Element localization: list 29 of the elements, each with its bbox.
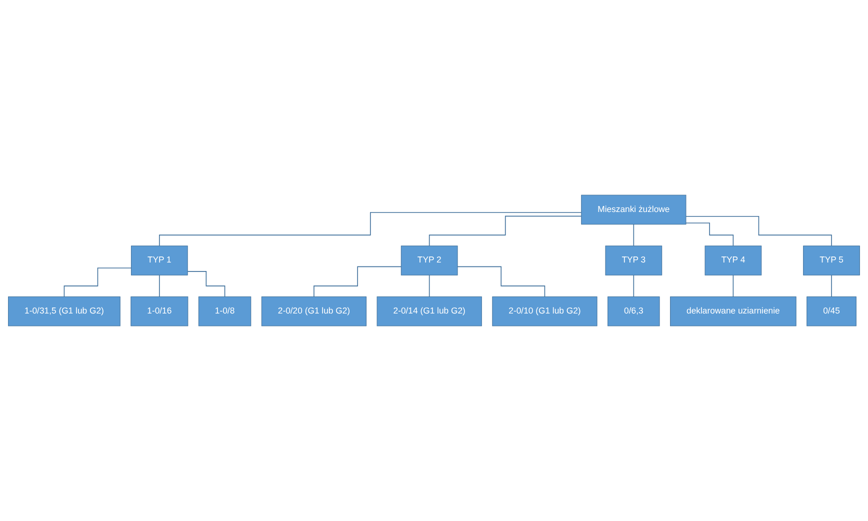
connector bbox=[187, 271, 226, 298]
node-box: 2-0/20 (G1 lub G2) bbox=[261, 296, 367, 326]
connector bbox=[732, 274, 734, 298]
connector bbox=[633, 274, 634, 298]
node-box: TYP 5 bbox=[803, 246, 860, 276]
node-box: 0/6,3 bbox=[608, 296, 660, 326]
node-box: TYP 4 bbox=[704, 246, 762, 276]
connector bbox=[428, 274, 430, 298]
connector bbox=[314, 266, 402, 298]
connector bbox=[686, 222, 734, 246]
connector bbox=[159, 274, 160, 298]
node-box: 2-0/10 (G1 lub G2) bbox=[492, 296, 598, 326]
connector bbox=[159, 212, 582, 246]
node-box: Mieszanki żużlowe bbox=[581, 194, 686, 225]
node-box: deklarowane uziarnienie bbox=[670, 296, 796, 326]
connector bbox=[633, 224, 634, 246]
connector bbox=[64, 268, 132, 298]
node-box: TYP 3 bbox=[605, 246, 662, 276]
node-box: TYP 2 bbox=[400, 246, 458, 276]
connector bbox=[686, 216, 832, 246]
node-box: 1-0/16 bbox=[130, 296, 188, 326]
connector bbox=[831, 274, 832, 298]
connector bbox=[428, 216, 582, 246]
node-box: 0/45 bbox=[806, 296, 856, 326]
node-box: 1-0/8 bbox=[198, 296, 252, 326]
node-box: TYP 1 bbox=[130, 246, 188, 276]
node-box: 1-0/31,5 (G1 lub G2) bbox=[8, 296, 120, 326]
connector bbox=[457, 266, 546, 298]
node-box: 2-0/14 (G1 lub G2) bbox=[376, 296, 482, 326]
